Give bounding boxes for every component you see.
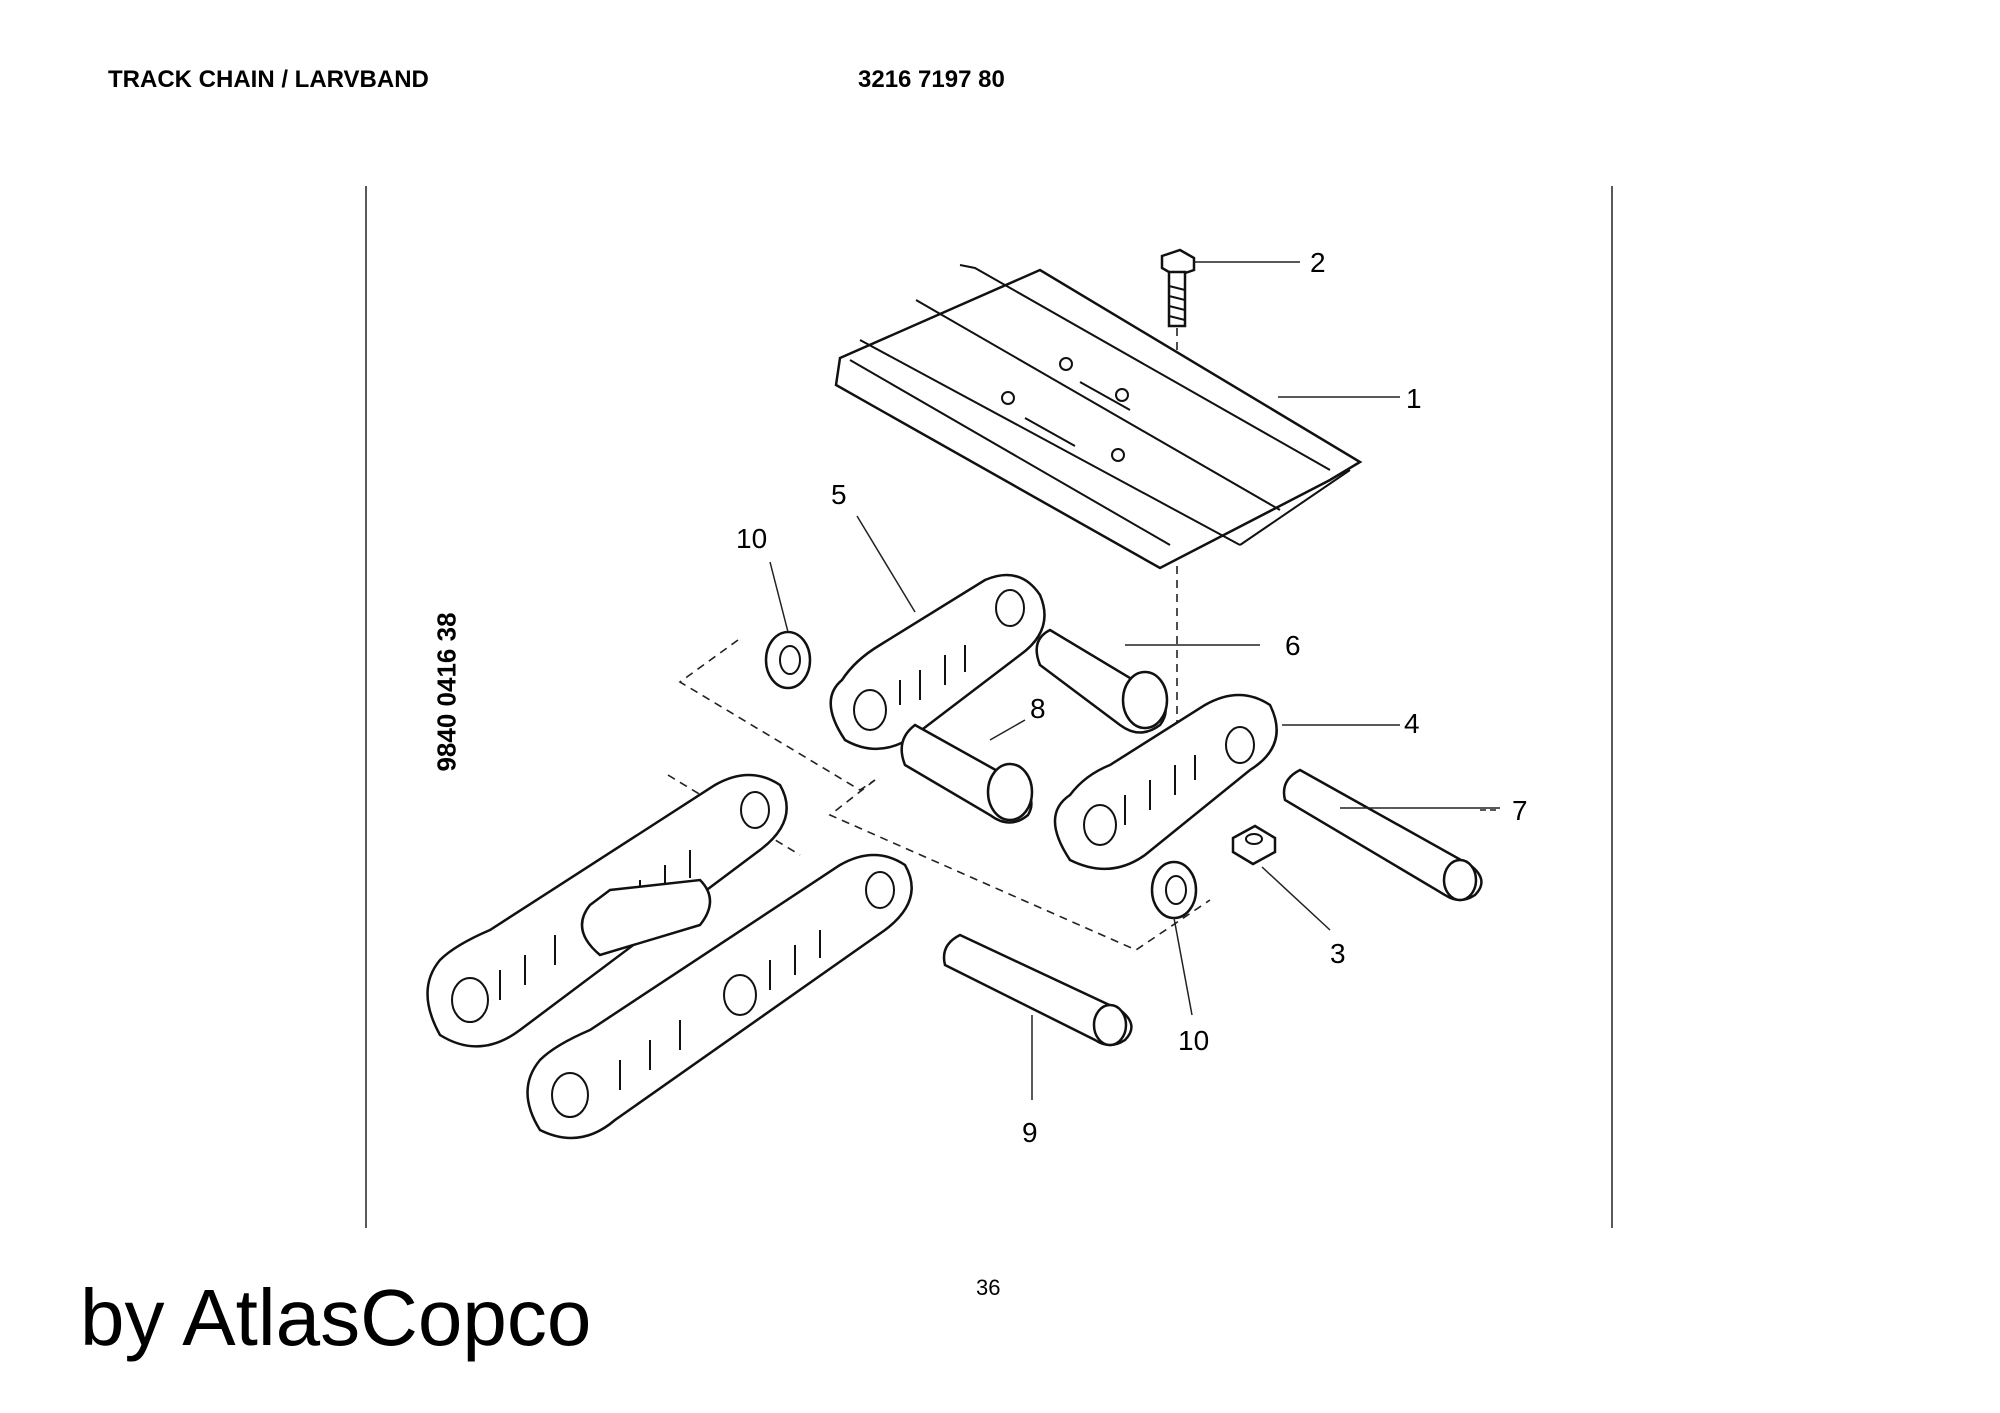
callout-5: 5 [831,479,847,510]
callout-9: 9 [1022,1117,1038,1148]
callout-labels: 2 1 5 10 6 8 4 7 3 10 9 [736,247,1528,1148]
callout-6: 6 [1285,630,1301,661]
assembly-guide-right [828,779,1211,951]
master-pin [1282,768,1483,902]
drawing-reference-number: 9840 0416 38 [431,612,462,772]
track-link-upper [829,573,1046,751]
callout-10-upper: 10 [736,523,767,554]
callout-2: 2 [1310,247,1326,278]
callout-1: 1 [1406,383,1422,414]
callout-8: 8 [1030,693,1046,724]
track-pin [942,933,1133,1047]
callout-leaders [769,261,1500,1100]
part-number: 3216 7197 80 [858,66,1005,93]
washer-upper [764,630,812,690]
bushing-upper [1035,628,1169,734]
page-title: TRACK CHAIN / LARVBAND [108,66,429,93]
track-shoe [834,264,1363,570]
shoe-nut [1231,824,1277,866]
callout-4: 4 [1404,708,1420,739]
page-number: 36 [976,1275,1001,1300]
track-link-lower [1053,693,1278,871]
callout-10-lower: 10 [1178,1025,1209,1056]
assembly-guide-left [678,639,876,791]
shoe-bolt [1160,248,1196,328]
assembled-chain-section [426,773,913,1140]
source-watermark: by AtlasCopco [80,1273,592,1362]
callout-3: 3 [1330,938,1346,969]
bushing-lower [900,723,1034,824]
washer-lower [1150,860,1198,920]
callout-7: 7 [1512,795,1528,826]
